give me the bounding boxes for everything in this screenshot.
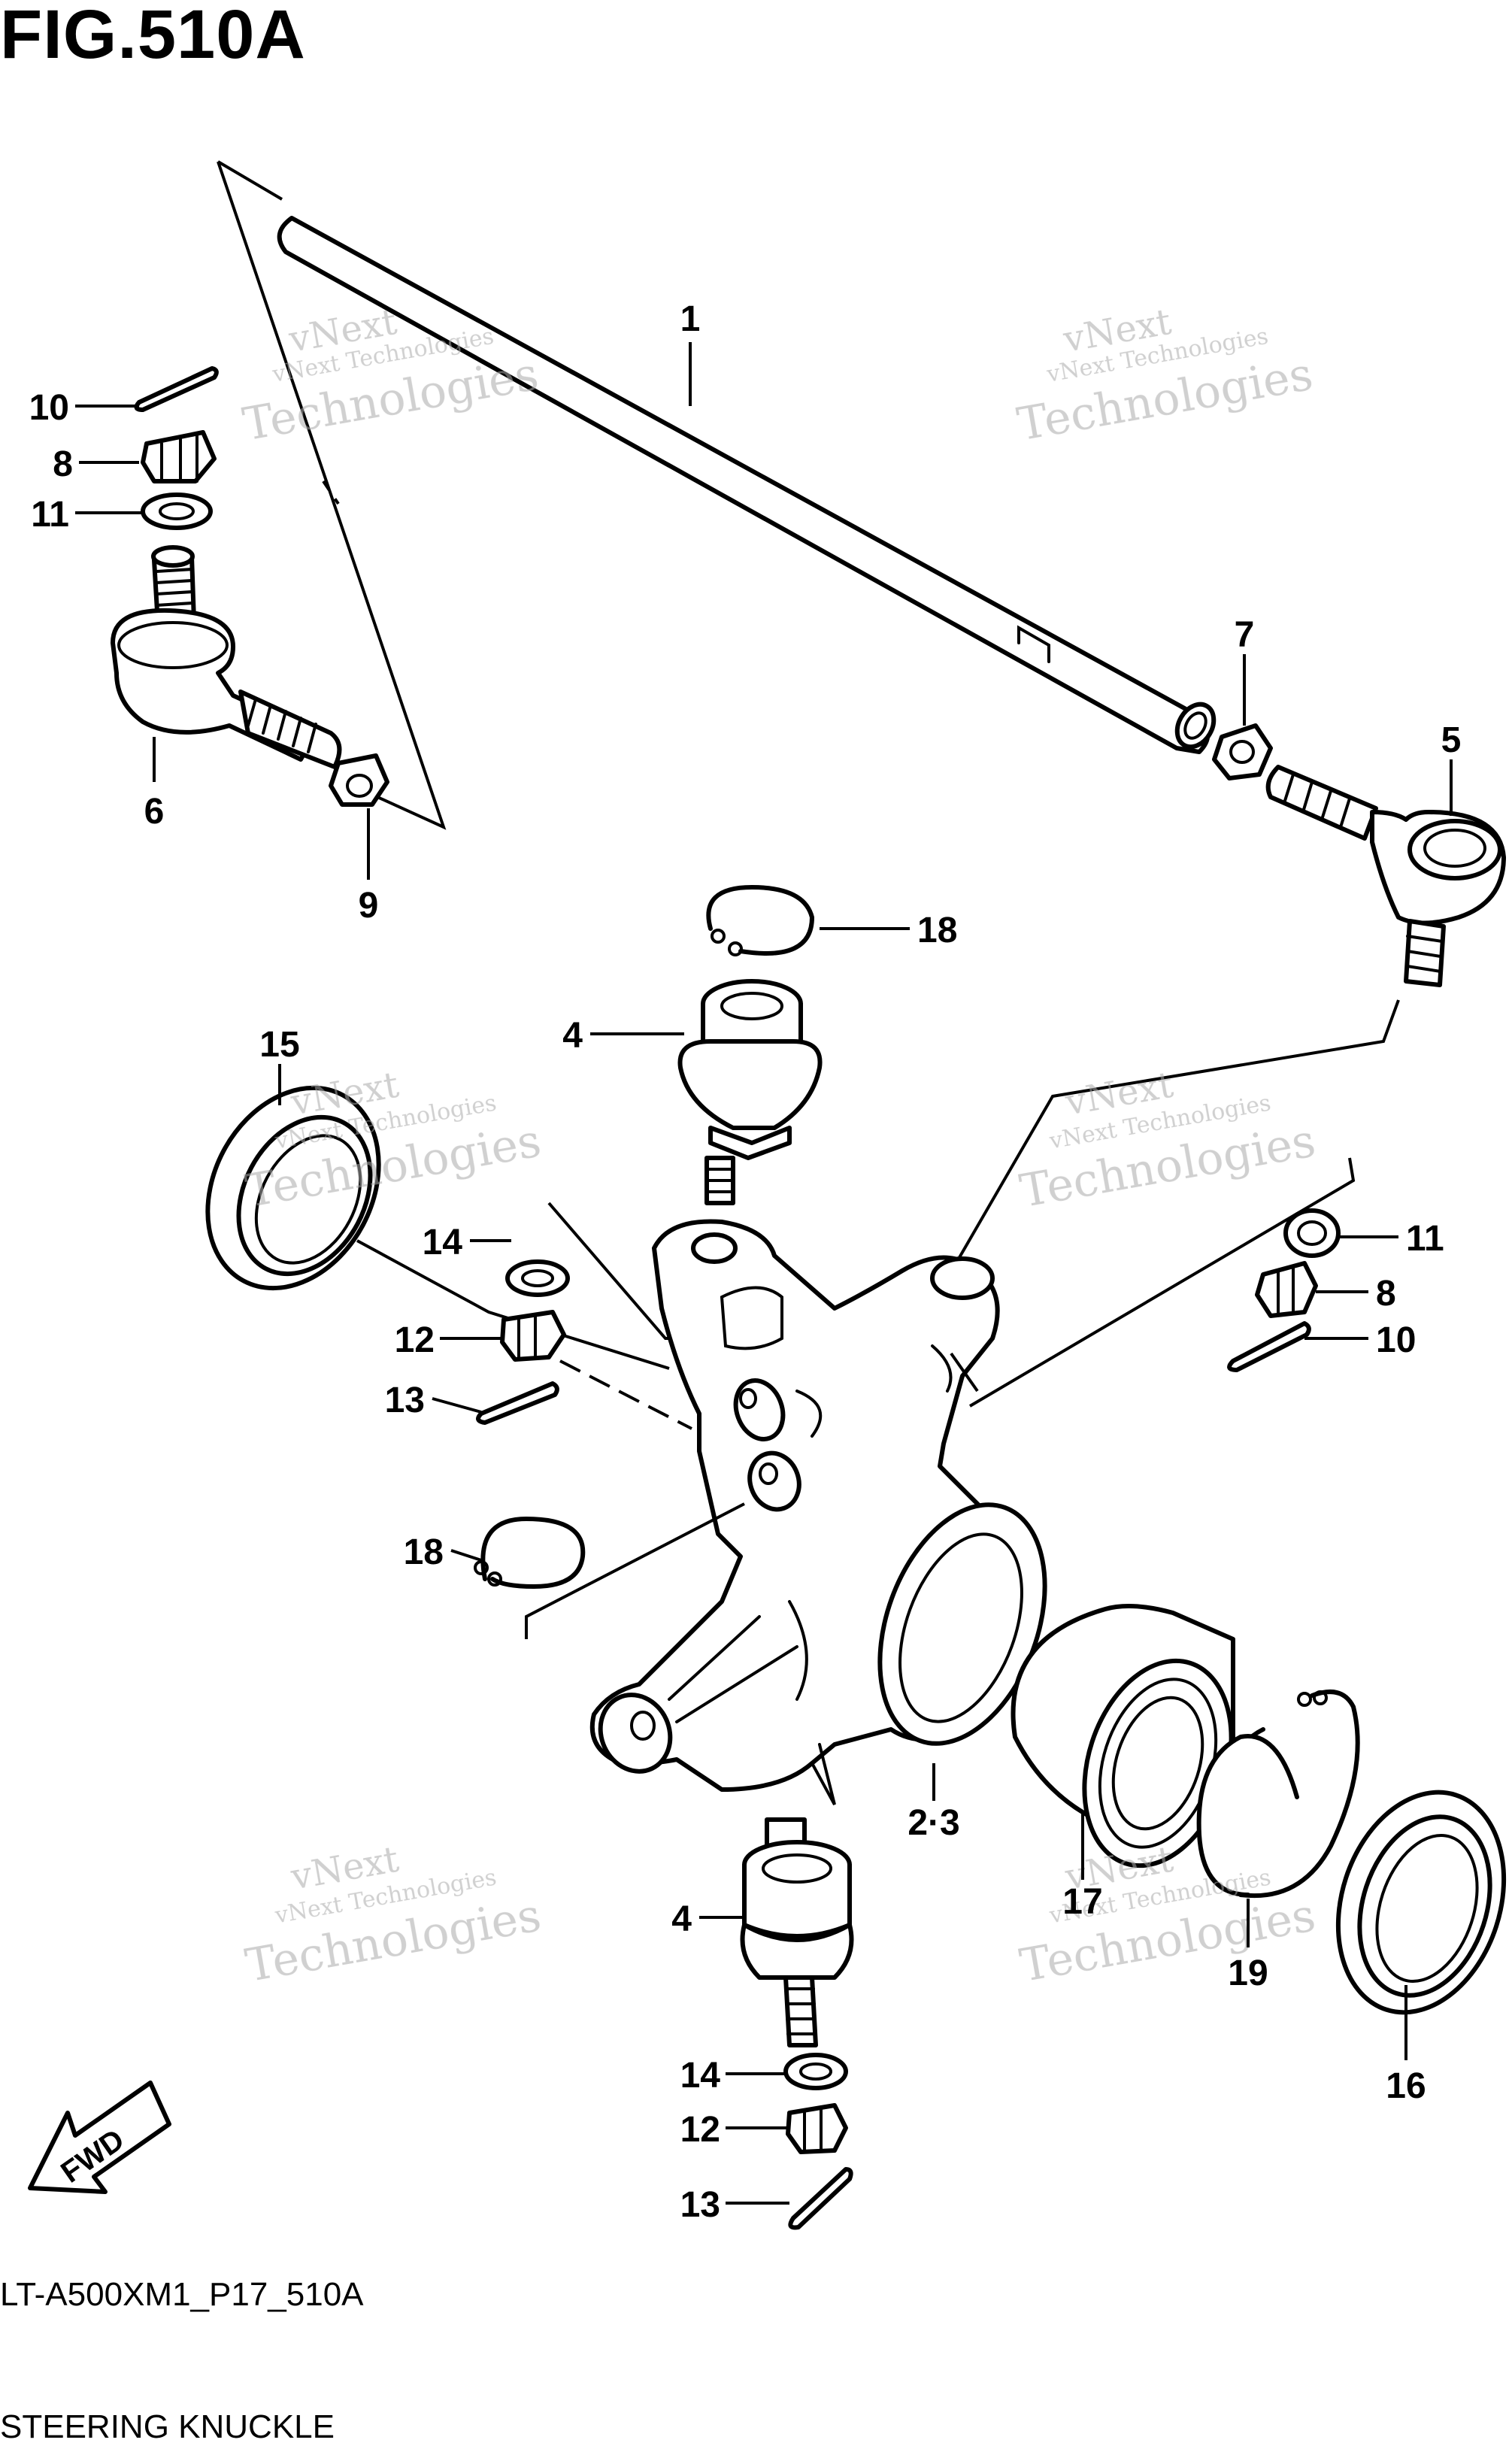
fwd-arrow: FWD bbox=[28, 2081, 171, 2194]
callout-7: 7 bbox=[1235, 615, 1255, 655]
washer-11-top[interactable] bbox=[141, 493, 213, 530]
callout-1: 1 bbox=[680, 299, 701, 339]
callout-10: 10 bbox=[29, 388, 69, 428]
bearing-17[interactable] bbox=[1011, 1604, 1256, 1885]
callout-2-3: 2·3 bbox=[908, 1803, 959, 1843]
callout-12: 12 bbox=[680, 2110, 720, 2150]
figure-code: LT-A500XM1_P17_510A bbox=[0, 2276, 364, 2313]
callout-15: 15 bbox=[259, 1025, 299, 1065]
lower-circlip-guide-line bbox=[525, 1502, 745, 1639]
tie-rod-tube[interactable] bbox=[277, 216, 1221, 754]
leader-lines bbox=[75, 342, 1453, 2205]
callout-8: 8 bbox=[1376, 1274, 1396, 1314]
seal-guide-line bbox=[356, 1239, 670, 1370]
oil-seal-16[interactable] bbox=[1311, 1771, 1512, 2034]
tie-rod-end-6[interactable] bbox=[111, 545, 342, 769]
callout-16: 16 bbox=[1386, 2066, 1426, 2106]
washer-11-right[interactable] bbox=[1283, 1208, 1341, 1258]
ball-joint-4-upper[interactable] bbox=[677, 979, 823, 1205]
callout-13: 13 bbox=[385, 1381, 425, 1420]
callout-11: 11 bbox=[31, 495, 69, 535]
callout-labels: 1 10 8 11 6 9 7 5 18 4 15 14 12 13 11 8 … bbox=[29, 299, 1462, 2225]
callout-9: 9 bbox=[359, 886, 379, 926]
cotter-pin-13-lower[interactable] bbox=[788, 2167, 853, 2230]
oil-seal-15[interactable] bbox=[174, 1058, 413, 1318]
callout-4: 4 bbox=[671, 1899, 692, 1939]
callout-14: 14 bbox=[423, 1223, 463, 1262]
washer-14-lower[interactable] bbox=[783, 2053, 848, 2090]
ball-joint-4-lower[interactable] bbox=[740, 1817, 854, 2047]
castle-nut-8-right[interactable] bbox=[1255, 1261, 1318, 1318]
nut-7[interactable] bbox=[1212, 723, 1273, 780]
washer-14-upper[interactable] bbox=[505, 1259, 570, 1297]
cotter-pin-13-upper[interactable] bbox=[476, 1381, 559, 1425]
castle-nut-8-top[interactable] bbox=[141, 430, 217, 483]
right-nut-guide-line bbox=[968, 1157, 1356, 1408]
callout-19: 19 bbox=[1228, 1953, 1268, 1993]
figure-name: STEERING KNUCKLE bbox=[0, 2408, 335, 2445]
castle-nut-12-lower[interactable] bbox=[786, 2103, 848, 2154]
callout-18: 18 bbox=[917, 911, 957, 950]
callout-8: 8 bbox=[53, 444, 73, 484]
circlip-18-upper[interactable] bbox=[706, 885, 814, 956]
callout-11: 11 bbox=[1406, 1219, 1444, 1259]
circlip-18-lower[interactable] bbox=[474, 1517, 586, 1589]
tie-rod-guide-lines bbox=[217, 160, 447, 830]
callout-18: 18 bbox=[404, 1532, 444, 1572]
nut-9[interactable] bbox=[329, 753, 389, 807]
cotter-pin-10-top[interactable] bbox=[134, 366, 219, 412]
figure-title: FIG.510A bbox=[0, 0, 306, 73]
callout-17: 17 bbox=[1062, 1882, 1102, 1922]
callout-12: 12 bbox=[395, 1320, 435, 1360]
castle-nut-12-upper[interactable] bbox=[500, 1310, 566, 1362]
cotter-pin-10-right[interactable] bbox=[1227, 1321, 1311, 1372]
steering-knuckle[interactable] bbox=[588, 1219, 1075, 1805]
callout-14: 14 bbox=[680, 2056, 721, 2096]
callout-4: 4 bbox=[562, 1016, 583, 1056]
tie-rod-end-5[interactable] bbox=[1265, 765, 1506, 987]
right-guide-line bbox=[946, 999, 1400, 1280]
dash-line-left bbox=[559, 1359, 692, 1430]
callout-13: 13 bbox=[680, 2185, 720, 2225]
callout-10: 10 bbox=[1376, 1320, 1416, 1360]
callout-5: 5 bbox=[1441, 720, 1462, 760]
snap-ring-19[interactable] bbox=[1196, 1690, 1360, 1899]
knuckle-join-line bbox=[950, 1352, 979, 1393]
callout-6: 6 bbox=[144, 792, 165, 832]
